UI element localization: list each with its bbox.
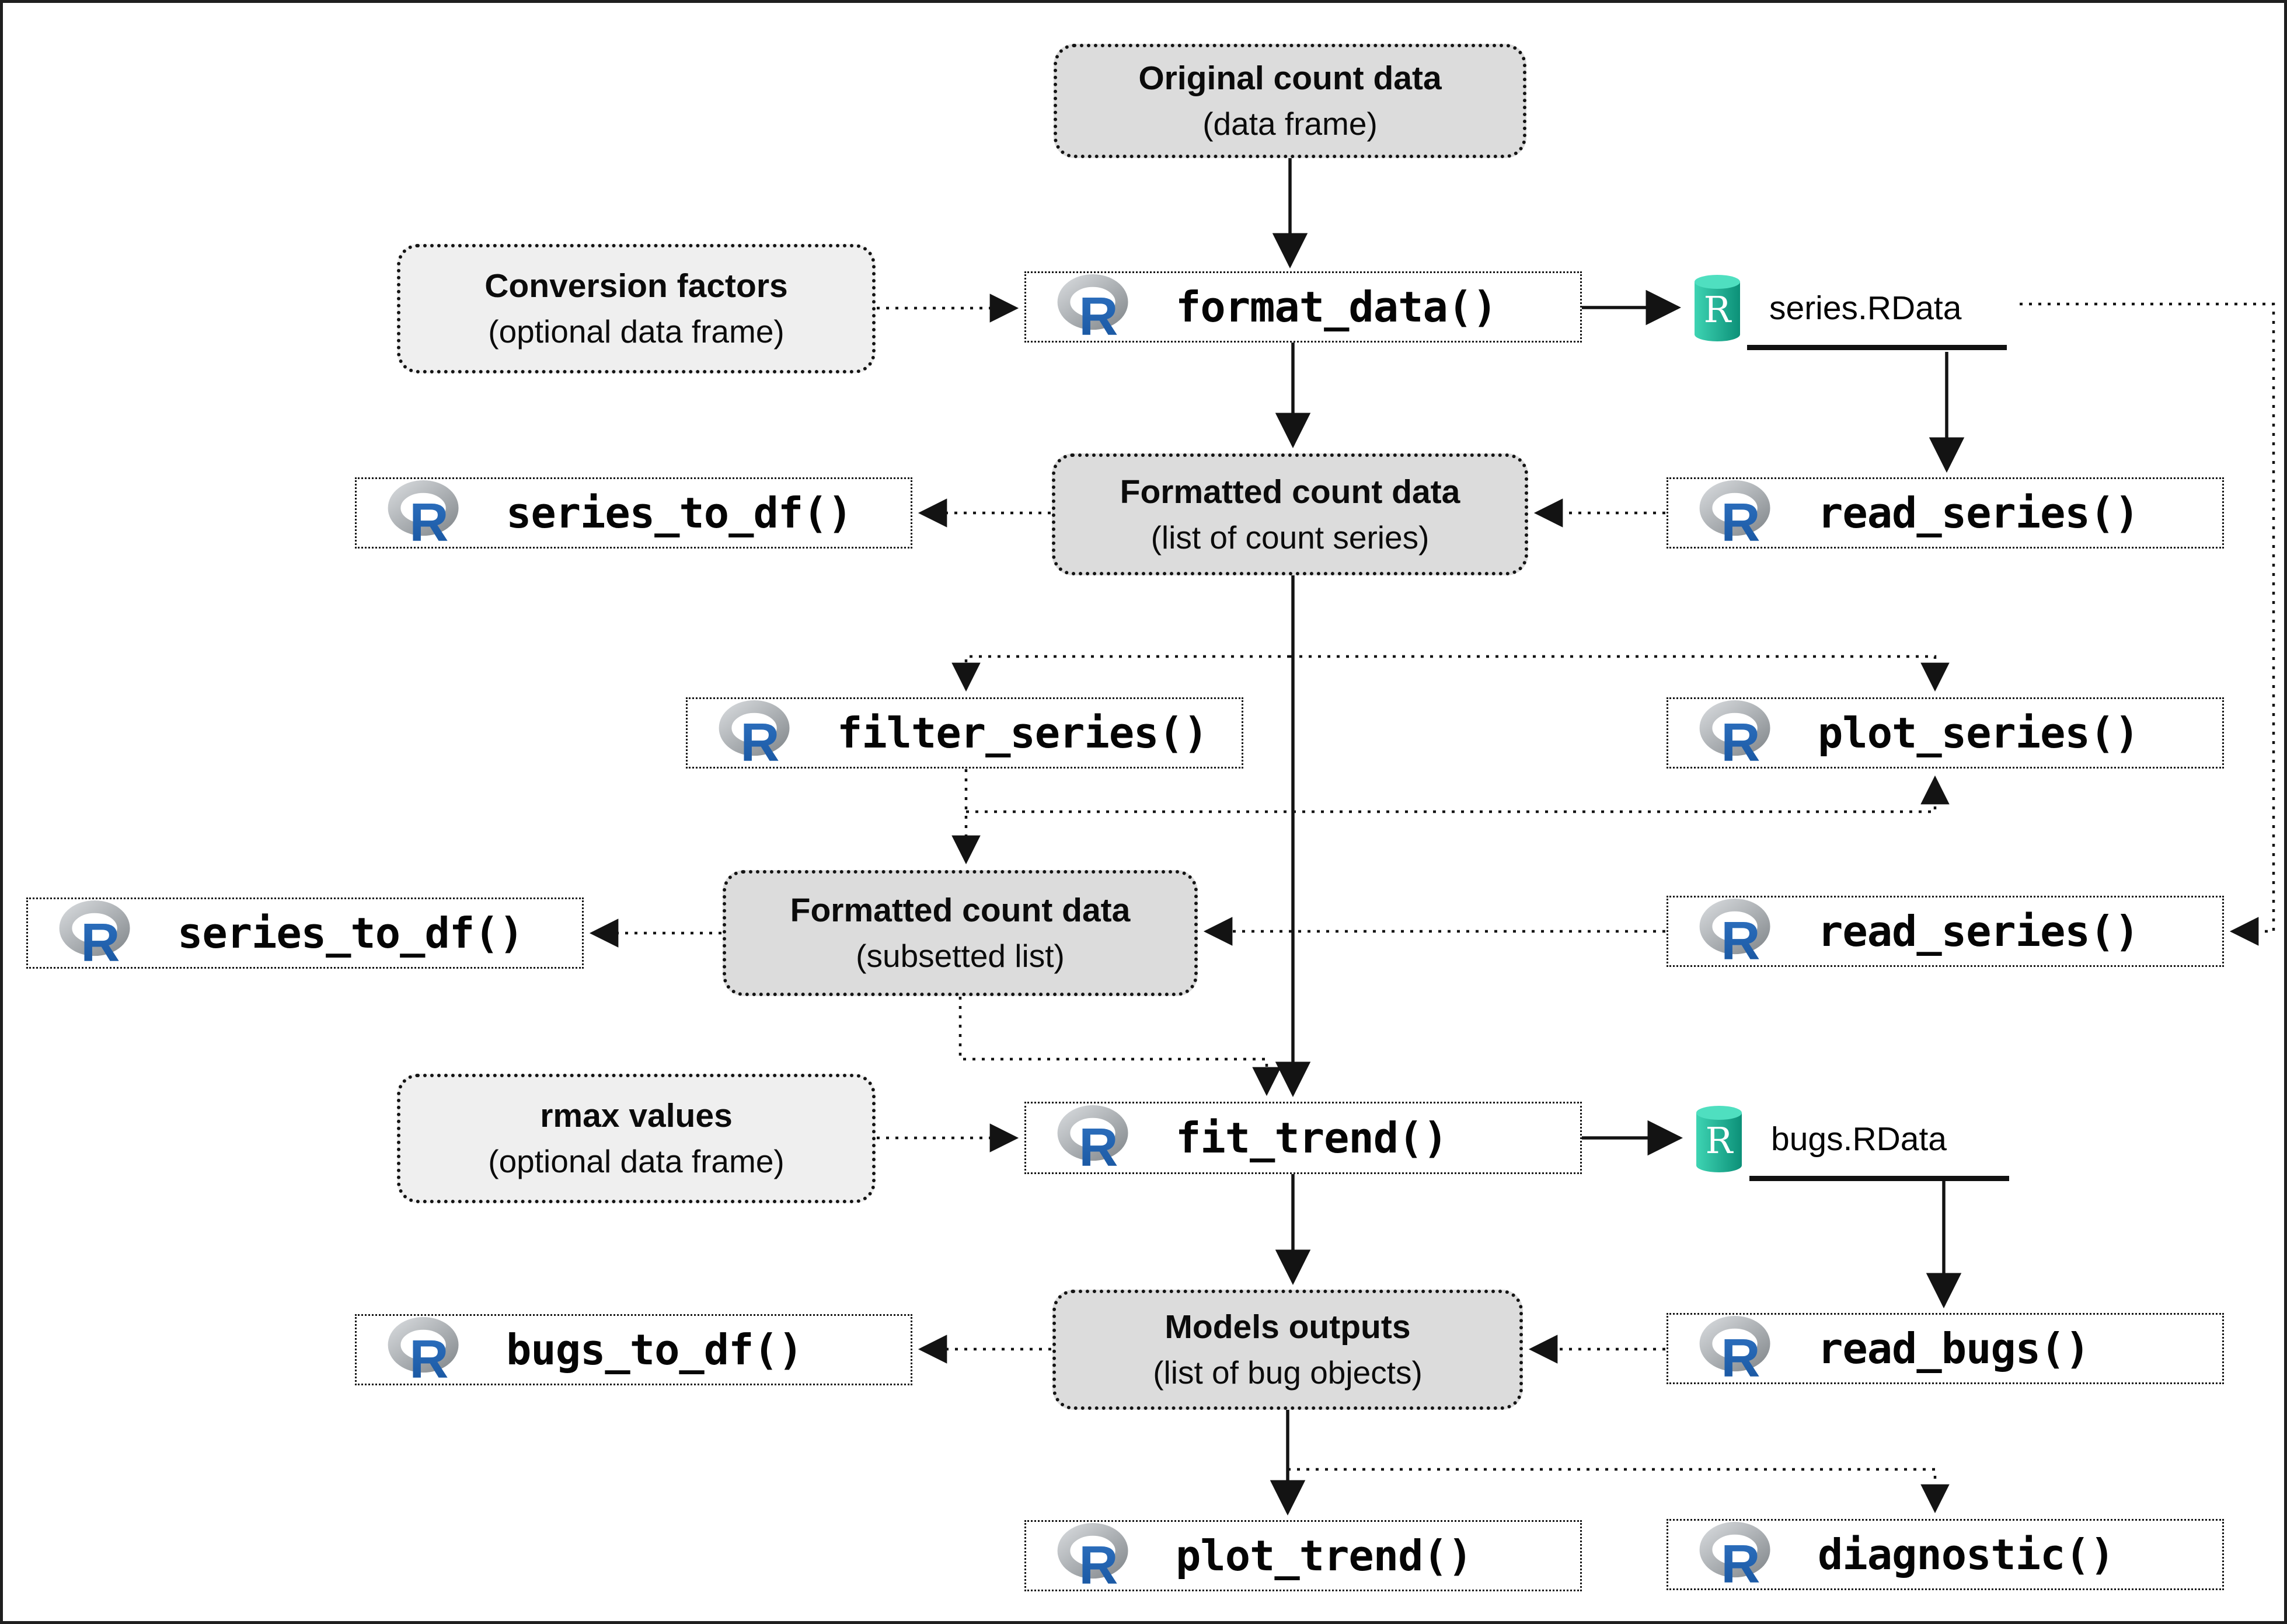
dotted-arrow <box>966 775 1950 813</box>
node-series-to-df-function-left: R series_to_df() <box>26 897 584 969</box>
svg-text:R: R <box>1079 1117 1118 1171</box>
dotted-arrow <box>951 655 1290 692</box>
node-series-rdata-file: R series.RData <box>1691 273 1961 344</box>
node-diagnostic-function: R diagnostic() <box>1667 1519 2224 1590</box>
r-logo-icon: R <box>718 700 800 766</box>
node-title: Models outputs <box>1165 1308 1411 1346</box>
function-label: plot_series() <box>1818 708 2140 757</box>
dotted-arrow <box>2020 302 2275 946</box>
r-logo-icon: R <box>1699 898 1780 965</box>
svg-text:R: R <box>740 712 779 766</box>
file-underline <box>1749 1176 2009 1181</box>
node-title: rmax values <box>540 1097 733 1135</box>
node-title: Formatted count data <box>1120 473 1460 511</box>
svg-text:R: R <box>1721 910 1760 965</box>
function-label: series_to_df() <box>177 909 524 958</box>
connector-lines <box>589 158 2275 1516</box>
svg-text:R: R <box>1079 286 1118 340</box>
node-subtitle: (optional data frame) <box>488 1143 785 1180</box>
rdata-cylinder-icon: R <box>1691 273 1744 344</box>
svg-text:R: R <box>81 912 120 966</box>
svg-text:R: R <box>1721 1534 1760 1588</box>
r-logo-icon: R <box>1699 700 1780 766</box>
function-label: format_data() <box>1176 282 1498 331</box>
node-conversion-factors: Conversion factors (optional data frame) <box>397 244 876 373</box>
rdata-cylinder-icon: R <box>1693 1103 1745 1175</box>
node-plot-series-function: R plot_series() <box>1667 697 2224 769</box>
file-label: series.RData <box>1769 289 1962 327</box>
node-title: Formatted count data <box>790 892 1131 930</box>
svg-text:R: R <box>1079 1535 1118 1589</box>
r-logo-icon: R <box>1057 1522 1138 1589</box>
node-bugs-rdata-file: R bugs.RData <box>1693 1103 1947 1175</box>
node-subtitle: (list of count series) <box>1151 519 1430 556</box>
dotted-arrow <box>1288 1468 1950 1514</box>
r-logo-icon: R <box>1699 480 1780 546</box>
file-underline <box>1747 345 2007 350</box>
node-format-data-function: R format_data() <box>1024 271 1582 343</box>
node-filter-series-function: R filter_series() <box>686 697 1243 769</box>
svg-text:R: R <box>1721 492 1760 546</box>
node-formatted-count-data: Formatted count data (list of count seri… <box>1052 453 1528 575</box>
node-read-series-function-top: R read_series() <box>1667 477 2224 549</box>
function-label: read_series() <box>1818 488 2140 537</box>
svg-text:R: R <box>1721 712 1760 766</box>
file-label: bugs.RData <box>1771 1120 1947 1158</box>
function-label: plot_trend() <box>1176 1531 1473 1580</box>
dotted-arrow <box>1290 655 1950 692</box>
svg-text:R: R <box>409 492 448 546</box>
r-logo-icon: R <box>1057 1105 1138 1171</box>
svg-text:R: R <box>1704 288 1732 331</box>
function-label: diagnostic() <box>1818 1530 2115 1579</box>
dotted-arrow <box>958 997 1281 1096</box>
node-read-bugs-function: R read_bugs() <box>1667 1313 2224 1384</box>
function-label: bugs_to_df() <box>506 1325 803 1374</box>
node-original-count-data: Original count data (data frame) <box>1054 44 1526 158</box>
node-models-outputs: Models outputs (list of bug objects) <box>1052 1290 1523 1410</box>
node-title: Conversion factors <box>484 267 788 305</box>
r-logo-icon: R <box>1699 1315 1780 1382</box>
function-label: fit_trend() <box>1176 1113 1448 1162</box>
node-plot-trend-function: R plot_trend() <box>1024 1520 1582 1591</box>
r-logo-icon: R <box>1057 274 1138 340</box>
r-logo-icon: R <box>58 900 140 966</box>
function-label: read_series() <box>1818 907 2140 956</box>
function-label: filter_series() <box>837 708 1208 757</box>
svg-text:R: R <box>1721 1328 1760 1382</box>
svg-text:R: R <box>1706 1119 1734 1162</box>
node-fit-trend-function: R fit_trend() <box>1024 1102 1582 1174</box>
r-logo-icon: R <box>387 1316 469 1383</box>
r-logo-icon: R <box>1699 1521 1780 1588</box>
node-subtitle: (data frame) <box>1202 106 1378 142</box>
r-logo-icon: R <box>387 480 469 546</box>
node-rmax-values: rmax values (optional data frame) <box>397 1074 876 1203</box>
node-title: Original count data <box>1138 60 1442 97</box>
node-subtitle: (subsetted list) <box>856 938 1065 975</box>
node-subtitle: (optional data frame) <box>488 313 785 350</box>
svg-text:R: R <box>409 1329 448 1383</box>
node-bugs-to-df-function: R bugs_to_df() <box>355 1314 912 1385</box>
node-formatted-subset: Formatted count data (subsetted list) <box>723 870 1198 996</box>
function-label: read_bugs() <box>1818 1324 2090 1373</box>
node-read-series-function-bottom: R read_series() <box>1667 896 2224 967</box>
function-label: series_to_df() <box>506 488 853 537</box>
node-subtitle: (list of bug objects) <box>1153 1354 1423 1391</box>
node-series-to-df-function-top: R series_to_df() <box>355 477 912 549</box>
